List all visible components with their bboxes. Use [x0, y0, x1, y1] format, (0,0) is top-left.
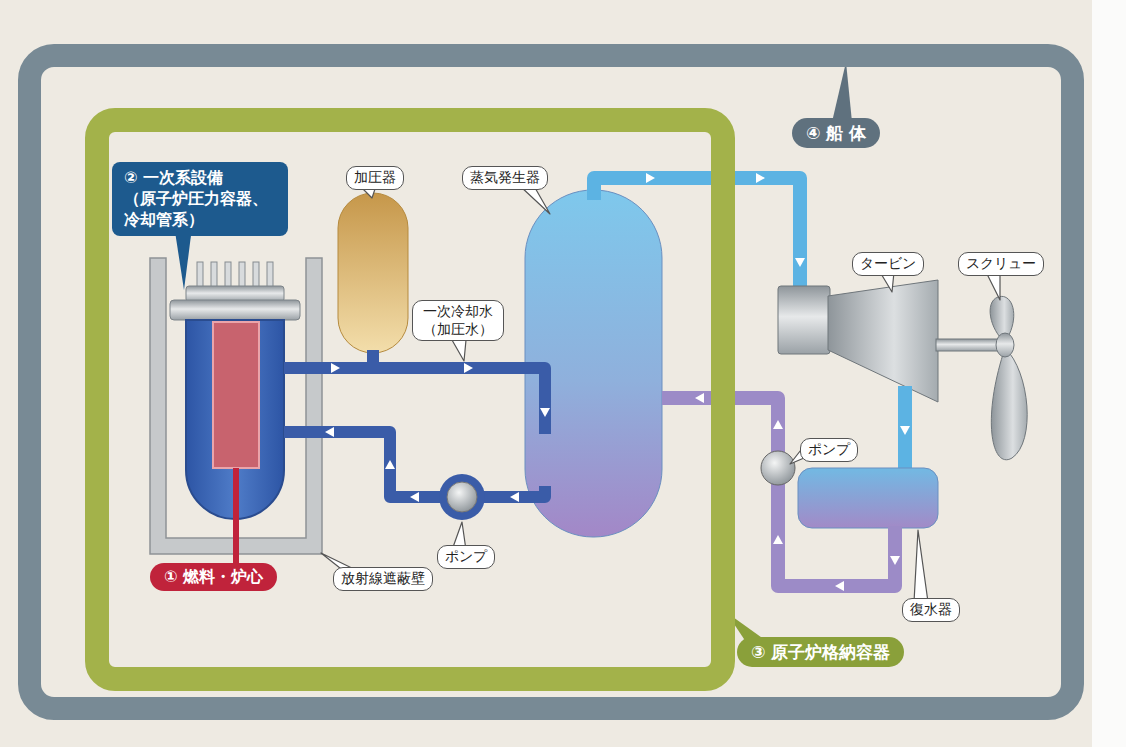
core-leader: [233, 468, 239, 566]
system-heading: ② 一次系設備 （原子炉圧力容器、 冷却管系）: [112, 162, 288, 236]
flow-arrow: [510, 492, 519, 502]
flow-arrow: [410, 492, 419, 502]
condenser: [798, 468, 938, 528]
flow-arrow: [646, 173, 655, 183]
flow-arrow: [385, 460, 395, 469]
control-rod: [253, 262, 259, 288]
steam-pipe: [594, 178, 800, 292]
heading-holder: ④ 船 体: [792, 118, 880, 148]
flow-arrow: [756, 173, 765, 183]
turbine-casing: [828, 280, 938, 402]
control-rod: [239, 262, 245, 288]
flow-arrow: [773, 420, 783, 429]
callout-tail: [914, 530, 928, 602]
label-holder: 加圧器: [346, 166, 404, 190]
part-callout: 加圧器: [346, 166, 404, 190]
primary-pump: [447, 482, 477, 512]
propeller-shaft: [936, 339, 1002, 351]
label-holder: ① 燃料・炉心: [150, 563, 277, 591]
flow-arrow: [890, 556, 900, 565]
flow-arrow: [325, 427, 334, 437]
turbine-inlet: [778, 286, 830, 354]
label-holder: 放射線遮蔽壁: [333, 567, 433, 591]
label-holder: スクリュー: [958, 252, 1044, 276]
flow-arrow: [540, 408, 550, 417]
part-callout: 復水器: [902, 598, 960, 622]
control-rod: [197, 262, 203, 288]
callout-tail: [832, 62, 852, 122]
part-callout: タービン: [852, 252, 924, 276]
screw-blade: [991, 348, 1027, 460]
callout-tails: [321, 186, 1000, 602]
flow-arrow: [464, 363, 473, 373]
hot-leg-pipe: [284, 368, 545, 434]
pressurizer: [338, 193, 408, 353]
label-holder: 蒸気発生器: [462, 166, 548, 190]
feed-pump: [761, 451, 795, 485]
exhaust-pipe: [898, 386, 912, 472]
flow-arrows: [325, 173, 910, 591]
band-heading: ④ 船 体: [792, 118, 880, 148]
callout-tail: [520, 186, 550, 214]
reactor-core: [213, 322, 259, 468]
control-rod: [211, 262, 217, 288]
callout-tail: [452, 340, 466, 361]
label-holder: 一次冷却水 （加圧水）: [412, 300, 504, 341]
flow-arrow: [795, 258, 805, 267]
screw-hub: [996, 333, 1014, 357]
paper-ground: [0, 0, 1092, 747]
control-rod: [267, 262, 273, 288]
flow-arrow: [331, 363, 340, 373]
part-callout: ポンプ: [800, 438, 858, 462]
part-callout: 放射線遮蔽壁: [333, 567, 433, 591]
primary-pump-ring: [439, 474, 485, 520]
band-heading: ③ 原子炉格納容器: [737, 637, 904, 667]
condensate-pipe: [662, 398, 895, 586]
label-holder: ポンプ: [437, 545, 495, 569]
flow-arrow: [835, 581, 844, 591]
label-holder: タービン: [852, 252, 924, 276]
cold-leg-pipe: [284, 432, 545, 497]
core-heading: ① 燃料・炉心: [150, 563, 277, 591]
heading-holder: ③ 原子炉格納容器: [737, 637, 904, 667]
flow-arrow: [695, 393, 704, 403]
control-rod-drives: [197, 262, 273, 288]
label-holder: ② 一次系設備 （原子炉圧力容器、 冷却管系）: [112, 162, 288, 236]
control-rod: [225, 262, 231, 288]
flow-arrow: [900, 426, 910, 435]
part-callout: 蒸気発生器: [462, 166, 548, 190]
flow-arrow: [773, 535, 783, 544]
vessel-lid: [170, 300, 300, 320]
part-callout: スクリュー: [958, 252, 1044, 276]
callout-tail: [986, 272, 1000, 300]
label-holder: 復水器: [902, 598, 960, 622]
part-callout: 一次冷却水 （加圧水）: [412, 300, 504, 341]
part-callout: ポンプ: [437, 545, 495, 569]
label-holder: ポンプ: [800, 438, 858, 462]
